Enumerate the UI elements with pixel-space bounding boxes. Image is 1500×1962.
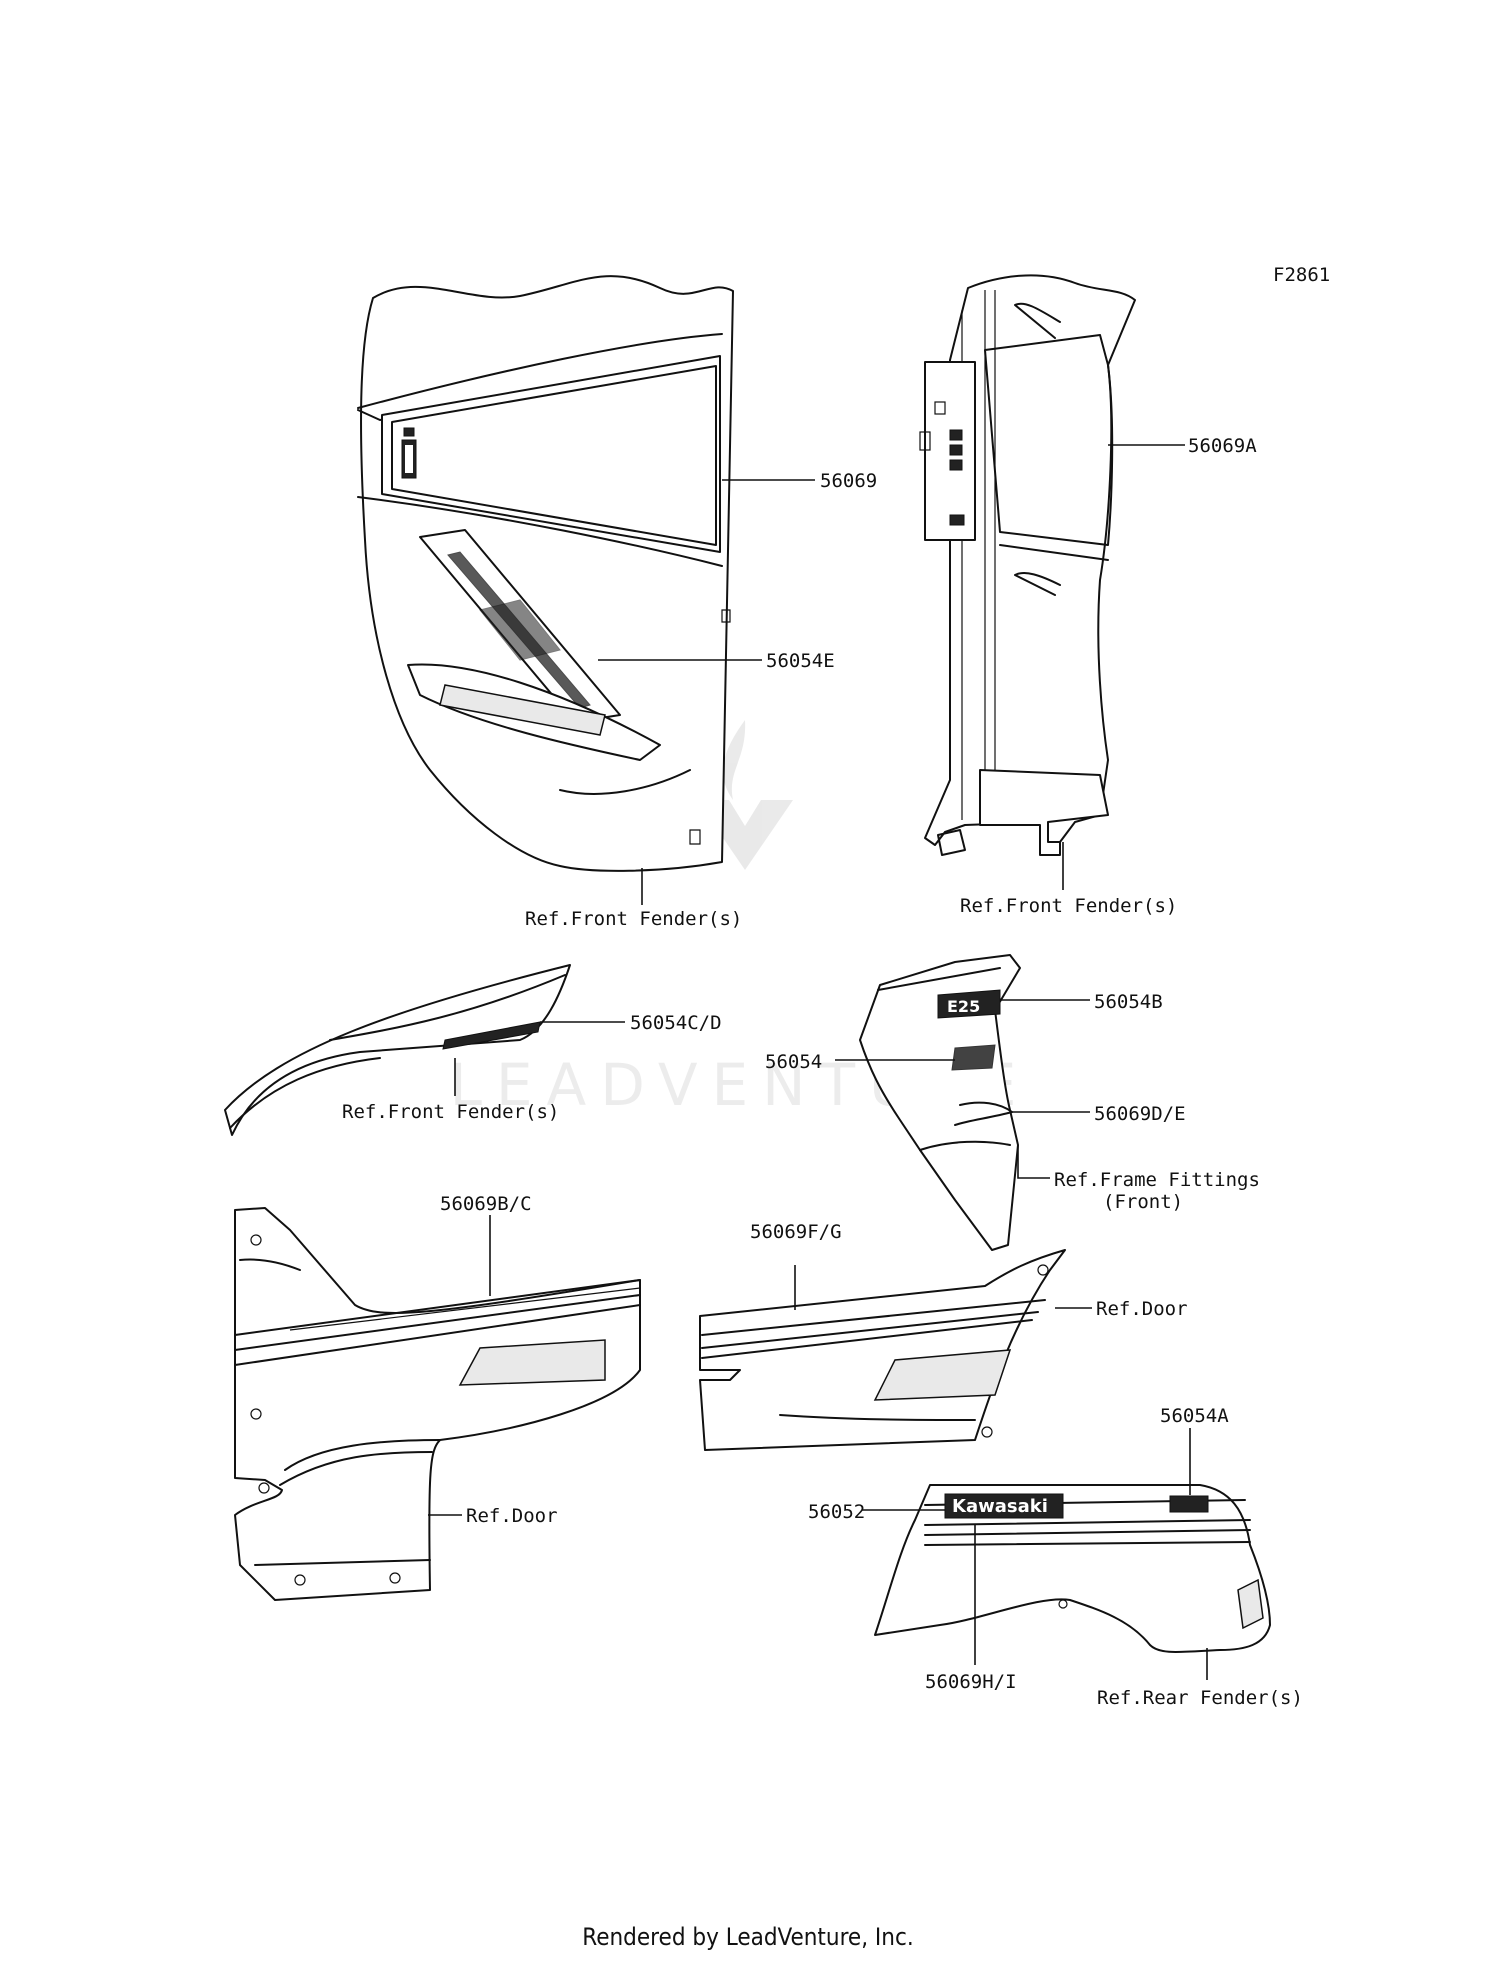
decal-56054A: [1169, 1495, 1209, 1513]
ref-front-fender-1: Ref.Front Fender(s): [525, 908, 742, 930]
k-logo: [401, 427, 417, 479]
callout-56054: 56054: [765, 1051, 822, 1073]
frame-fitting-front: E25: [835, 954, 1090, 1251]
door-panel-right: [699, 1249, 1092, 1451]
kawasaki-wordmark: Kawasaki: [952, 1496, 1048, 1517]
callout-56054CD: 56054C/D: [630, 1012, 722, 1034]
callout-56069: 56069: [820, 470, 877, 492]
front-fender-side-view: [919, 274, 1185, 890]
ref-front-fender-2: Ref.Front Fender(s): [960, 895, 1177, 917]
ref-door-2: Ref.Door: [466, 1505, 558, 1527]
ref-front-fender-3: Ref.Front Fender(s): [342, 1101, 559, 1123]
callout-56069A: 56069A: [1188, 435, 1257, 457]
decal-56054B: E25: [937, 989, 1001, 1019]
door-panel-left: [234, 1207, 641, 1601]
callout-56054B: 56054B: [1094, 991, 1163, 1013]
ref-rear-fender: Ref.Rear Fender(s): [1097, 1687, 1303, 1709]
figure-id: F2861: [1273, 264, 1330, 286]
rear-fender: Kawasaki: [862, 1428, 1271, 1680]
ref-door-1: Ref.Door: [1096, 1298, 1188, 1320]
front-fender-strip: [224, 964, 625, 1136]
callout-56069FG: 56069F/G: [750, 1221, 842, 1243]
footer-credit: Rendered by LeadVenture, Inc.: [582, 1923, 913, 1951]
decal-56052-kawasaki: Kawasaki: [944, 1493, 1064, 1519]
svg-text:E25: E25: [947, 997, 980, 1016]
callout-56052: 56052: [808, 1501, 865, 1523]
callout-56054E: 56054E: [766, 650, 835, 672]
decal-56054CD: [442, 1018, 541, 1050]
callout-56069BC: 56069B/C: [440, 1193, 532, 1215]
callout-56069DE: 56069D/E: [1094, 1103, 1186, 1125]
decal-56054: [951, 1044, 996, 1071]
front-fender-left-view: [357, 275, 815, 905]
ref-frame-fittings-2: (Front): [1103, 1191, 1183, 1213]
decal-56054E: [419, 529, 621, 723]
callout-56069HI: 56069H/I: [925, 1671, 1017, 1693]
callout-56054A: 56054A: [1160, 1405, 1229, 1427]
ref-frame-fittings-1: Ref.Frame Fittings: [1054, 1169, 1260, 1191]
side-label-blocks: [919, 401, 965, 526]
